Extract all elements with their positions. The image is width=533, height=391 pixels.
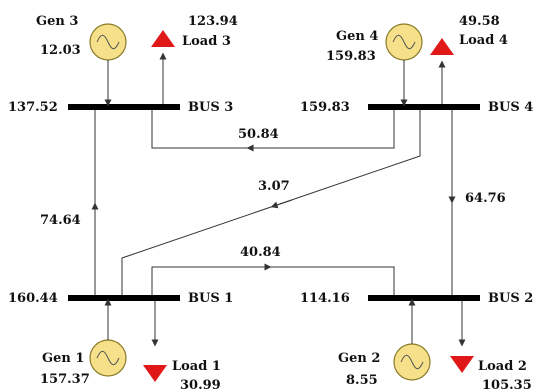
- bus-3-bar: [68, 104, 180, 110]
- load-3-icon: [151, 30, 175, 47]
- flow-bus1-bus3-value: 74.64: [40, 213, 81, 228]
- load-2-icon: [450, 356, 474, 373]
- load-1-value: 30.99: [180, 378, 221, 391]
- bus-2-label: BUS 2: [488, 291, 533, 306]
- bus-3-value: 137.52: [8, 100, 58, 115]
- bus-4-value: 159.83: [300, 100, 350, 115]
- gen-1-value: 157.37: [40, 372, 90, 387]
- bus-2-bar: [368, 295, 480, 301]
- line-bus1-bus2: [151, 266, 395, 295]
- flow-arrow-bus4-bus1: [270, 199, 293, 209]
- load-4-icon: [430, 38, 454, 55]
- bus-4-label: BUS 4: [488, 100, 533, 115]
- flow-bus4-bus3-value: 50.84: [238, 127, 279, 142]
- flow-bus4-bus2-value: 64.76: [465, 191, 506, 206]
- gen-1-icon: [89, 339, 127, 377]
- bus-1-label: BUS 1: [188, 291, 233, 306]
- load-2-value: 105.35: [482, 378, 532, 391]
- gen-1-label: Gen 1: [42, 351, 84, 366]
- flow-bus4-bus1-value: 3.07: [258, 179, 290, 194]
- gen-3-icon: [89, 23, 127, 61]
- gen-2-value: 8.55: [346, 373, 378, 388]
- load-4-label: Load 4: [459, 33, 508, 48]
- gen-2-label: Gen 2: [338, 351, 380, 366]
- load-3-value: 123.94: [188, 14, 238, 29]
- gen-4-label: Gen 4: [336, 29, 378, 44]
- gen-2-icon: [393, 343, 431, 381]
- gen-3-label: Gen 3: [36, 14, 78, 29]
- bus-1-value: 160.44: [8, 291, 58, 306]
- bus-2-value: 114.16: [300, 291, 350, 306]
- load-3-label: Load 3: [182, 34, 231, 49]
- bus-3-label: BUS 3: [188, 100, 233, 115]
- load-2-label: Load 2: [478, 359, 527, 374]
- line-bus4-bus3: [151, 110, 395, 149]
- gen-4-value: 159.83: [326, 49, 376, 64]
- flow-bus1-bus2-value: 40.84: [240, 245, 281, 260]
- load-4-value: 49.58: [459, 14, 500, 29]
- load-1-label: Load 1: [172, 359, 221, 374]
- bus-4-bar: [368, 104, 480, 110]
- gen-3-value: 12.03: [40, 43, 81, 58]
- bus-1-bar: [68, 295, 180, 301]
- gen-4-icon: [385, 23, 423, 61]
- load-1-icon: [143, 365, 167, 382]
